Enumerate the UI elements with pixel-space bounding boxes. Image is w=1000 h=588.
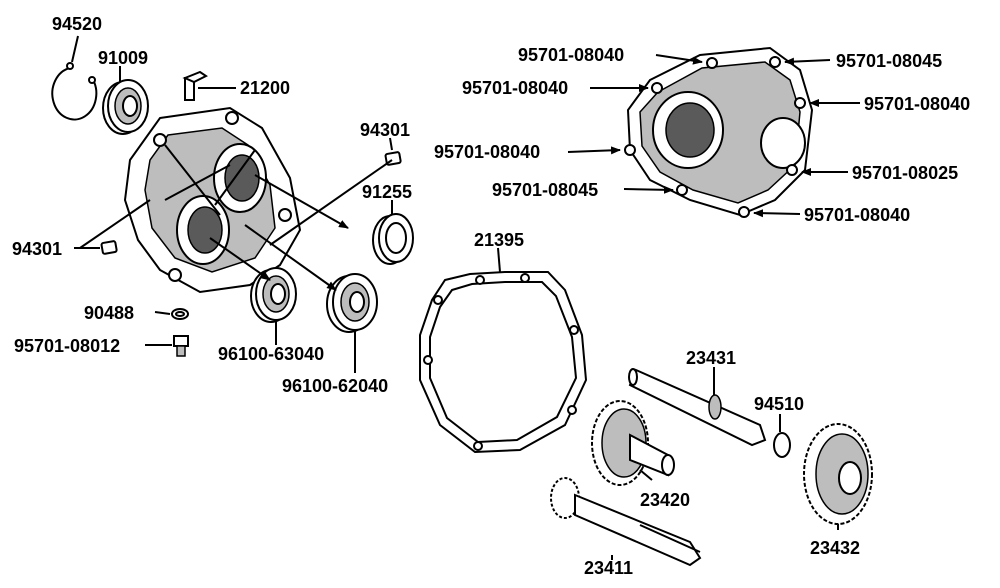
washer-90488 — [171, 308, 189, 320]
bearing-91009 — [102, 79, 149, 135]
gear-23420 — [591, 400, 675, 486]
label-21200: 21200 — [240, 78, 290, 98]
transmission-case — [123, 106, 302, 294]
gasket-21395 — [419, 271, 588, 454]
label-bolt-b4: 95701-08040 — [864, 94, 970, 114]
label-94301-top: 94301 — [360, 120, 410, 140]
label-bolt-b5: 95701-08040 — [434, 142, 540, 162]
snap-ring-94520 — [51, 62, 98, 121]
bearing-96100-62040 — [326, 273, 378, 333]
label-bolt-b1: 95701-08040 — [518, 45, 624, 65]
label-23420: 23420 — [640, 490, 690, 510]
label-94301-left: 94301 — [12, 239, 62, 259]
gear-23432 — [803, 423, 873, 525]
label-23411: 23411 — [584, 558, 633, 578]
right-cover — [624, 46, 814, 218]
label-91255: 91255 — [362, 182, 412, 202]
label-bolt-b3: 95701-08040 — [462, 78, 568, 98]
leader-lines — [71, 35, 839, 560]
label-94520: 94520 — [52, 14, 102, 34]
drain-bolt-95701-08012 — [173, 335, 189, 357]
label-91009: 91009 — [98, 48, 148, 68]
circlip-94510 — [773, 432, 791, 458]
breather-pipe-21200 — [182, 70, 208, 101]
label-21395: 21395 — [474, 230, 524, 250]
label-23431: 23431 — [686, 348, 736, 368]
label-96100-63040: 96100-63040 — [218, 344, 324, 364]
label-bolt-b7: 95701-08045 — [492, 180, 598, 200]
label-95701-08012: 95701-08012 — [14, 336, 120, 356]
dowel-pin-94301-left — [100, 240, 118, 255]
drive-shaft-23411 — [550, 477, 702, 567]
label-bolt-b8: 95701-08040 — [804, 205, 910, 225]
oil-seal-91255 — [372, 213, 414, 265]
label-94510: 94510 — [754, 394, 804, 414]
bolt-arrows — [567, 54, 860, 218]
label-90488: 90488 — [84, 303, 134, 323]
label-bolt-b2: 95701-08045 — [836, 51, 942, 71]
label-23432: 23432 — [810, 538, 860, 558]
shaft-23431 — [628, 368, 767, 447]
label-96100-62040: 96100-62040 — [282, 376, 388, 396]
label-bolt-b6: 95701-08025 — [852, 163, 958, 183]
bearing-96100-63040 — [250, 267, 297, 323]
